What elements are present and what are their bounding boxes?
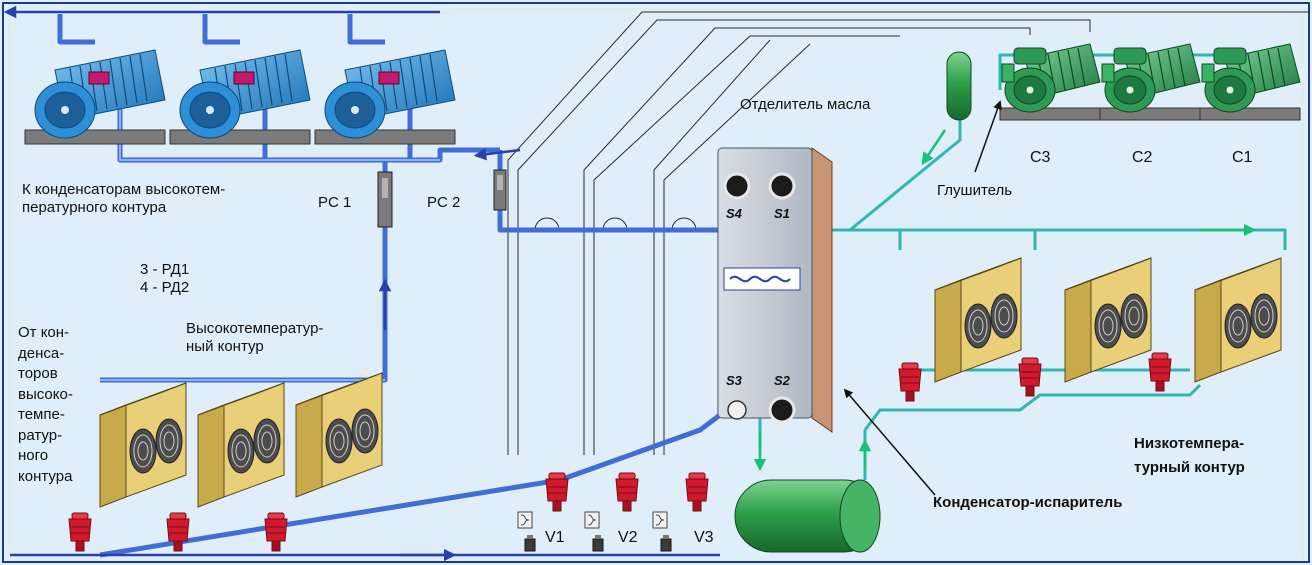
low-temp-compressor-c2 xyxy=(1100,44,1200,120)
label-v3: V3 xyxy=(694,528,714,548)
label-high-temp-circuit: Высокотемператур- ный контур xyxy=(186,320,323,357)
label-condenser-evaporator: Конденсатор-испаритель xyxy=(933,494,1122,512)
label-pc1: PC 1 xyxy=(318,194,351,212)
oil-separator xyxy=(947,52,971,120)
label-c1: C1 xyxy=(1232,148,1252,168)
condenser-evaporator-exchanger xyxy=(718,148,832,432)
label-c3: C3 xyxy=(1030,148,1050,168)
label-oil-separator: Отделитель масла xyxy=(740,96,870,114)
port-s3: S3 xyxy=(726,373,742,389)
low-temp-compressor-c3 xyxy=(1000,44,1100,120)
label-from-condensers: От кон- денса- торов высоко- темпе- рату… xyxy=(18,323,73,487)
label-pc2: PC 2 xyxy=(427,194,460,212)
label-v2: V2 xyxy=(618,528,638,548)
port-s1: S1 xyxy=(774,206,790,222)
port-s4: S4 xyxy=(726,206,742,222)
label-muffler: Глушитель xyxy=(937,182,1012,200)
low-temp-compressor-c1 xyxy=(1200,44,1300,120)
label-rd-legend: 3 - РД1 4 - РД2 xyxy=(140,261,189,298)
pc1-regulator xyxy=(378,172,392,227)
tev-v1 xyxy=(518,512,532,528)
label-to-condensers: К конденсаторам высокотем- пературного к… xyxy=(22,181,225,218)
label-low-temp-circuit: Низкотемпера- турный контур xyxy=(1134,432,1245,480)
label-v1: V1 xyxy=(545,528,565,548)
tev-v3 xyxy=(653,512,667,528)
receiver-tank xyxy=(735,480,880,552)
label-c2: C2 xyxy=(1132,148,1152,168)
port-s2: S2 xyxy=(774,373,790,389)
pc2-regulator xyxy=(494,170,506,210)
tev-v2 xyxy=(585,512,599,528)
